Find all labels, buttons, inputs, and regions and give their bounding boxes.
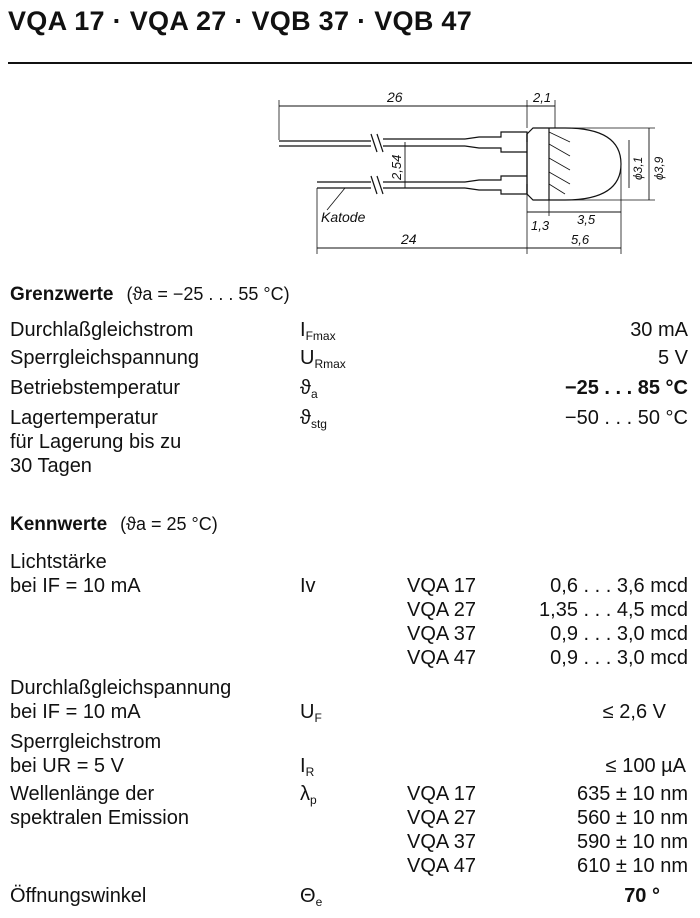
row-symbol: IFmax xyxy=(300,319,336,343)
dim-5-6-label: 5,6 xyxy=(571,232,590,247)
wellenlaenge-symbol: λp xyxy=(300,783,317,807)
dim-d3-1-label: ϕ3,1 xyxy=(631,157,645,180)
lichtstaerke-label: Lichtstärke xyxy=(10,551,107,573)
value-cell: 590 ± 10 nm xyxy=(576,831,688,853)
led-dimension-drawing: 26 2,1 2,54 ϕ3,1 ϕ3,9 1,3 3,5 24 5,6 Kat… xyxy=(278,89,666,254)
row-value: −50 . . . 50 °C xyxy=(564,407,688,429)
durchlass-symbol: UF xyxy=(300,701,322,725)
lichtstaerke-symbol: Iv xyxy=(300,575,316,597)
row-symbol: ϑstg xyxy=(300,407,327,431)
kennwerte-title: Kennwerte xyxy=(10,514,108,535)
grenzwerte-title: Grenzwerte xyxy=(10,284,114,305)
row-label-line2: für Lagerung bis zu xyxy=(10,431,182,453)
dim-1-3-label: 1,3 xyxy=(531,218,550,233)
durchlass-condition: bei IF = 10 mA xyxy=(10,701,141,723)
value-cell: 560 ± 10 nm xyxy=(576,807,688,829)
title-rule xyxy=(8,62,692,64)
kennwerte-condition: (ϑa = 25 °C) xyxy=(120,514,218,534)
value-cell: 610 ± 10 nm xyxy=(576,855,688,877)
row-label: Durchlaßgleichstrom xyxy=(10,319,194,341)
grenzwerte-condition: (ϑa = −25 . . . 55 °C) xyxy=(126,284,290,304)
sperrstrom-label: Sperrgleichstrom xyxy=(10,731,162,753)
sperrstrom-value: ≤ 100 µA xyxy=(605,755,686,777)
row-label-line3: 30 Tagen xyxy=(10,455,92,477)
type-cell: VQA 37 xyxy=(407,831,476,853)
durchlass-label: Durchlaßgleichspannung xyxy=(10,677,232,699)
sperrstrom-condition: bei UR = 5 V xyxy=(10,755,124,777)
row-value: 5 V xyxy=(657,347,688,369)
type-cell: VQA 47 xyxy=(407,647,476,669)
row-label: Sperrgleichspannung xyxy=(10,347,200,369)
kennwerte-heading: Kennwerte (ϑa = 25 °C) xyxy=(10,514,218,536)
value-cell: 0,6 . . . 3,6 mcd xyxy=(550,575,688,597)
row-symbol: ϑa xyxy=(300,377,318,401)
dim-2-54-label: 2,54 xyxy=(389,155,404,181)
row-label: Betriebstemperatur xyxy=(10,377,181,399)
type-cell: VQA 27 xyxy=(407,599,476,621)
value-cell: 1,35 . . . 4,5 mcd xyxy=(539,599,688,621)
oeffnung-label: Öffnungswinkel xyxy=(10,885,147,907)
value-cell: 0,9 . . . 3,0 mcd xyxy=(550,623,688,645)
dim-d3-9-label: ϕ3,9 xyxy=(652,156,666,180)
row-value: −25 . . . 85 °C xyxy=(564,377,688,399)
grenzwerte-heading: Grenzwerte (ϑa = −25 . . . 55 °C) xyxy=(10,284,290,306)
katode-label: Katode xyxy=(321,209,366,225)
row-value: 30 mA xyxy=(630,319,688,341)
type-cell: VQA 17 xyxy=(407,783,476,805)
lichtstaerke-condition: bei IF = 10 mA xyxy=(10,575,141,597)
dim-2-1-label: 2,1 xyxy=(532,90,551,105)
oeffnung-symbol: Θe xyxy=(300,885,323,909)
type-cell: VQA 47 xyxy=(407,855,476,877)
dim-3-5-label: 3,5 xyxy=(577,212,596,227)
row-symbol: URmax xyxy=(300,347,346,371)
durchlass-value: ≤ 2,6 V xyxy=(602,701,666,723)
type-cell: VQA 37 xyxy=(407,623,476,645)
page-title: VQA 17 · VQA 27 · VQB 37 · VQB 47 xyxy=(8,6,473,36)
dim-26-label: 26 xyxy=(386,89,403,105)
value-cell: 635 ± 10 nm xyxy=(576,783,688,805)
type-cell: VQA 17 xyxy=(407,575,476,597)
wellenlaenge-label-line2: spektralen Emission xyxy=(10,807,189,829)
wellenlaenge-label: Wellenlänge der xyxy=(10,783,155,805)
value-cell: 0,9 . . . 3,0 mcd xyxy=(550,647,688,669)
dim-24-label: 24 xyxy=(400,231,417,247)
sperrstrom-symbol: IR xyxy=(300,755,315,779)
row-label: Lagertemperatur xyxy=(10,407,158,429)
oeffnung-value: 70 ° xyxy=(624,885,660,907)
type-cell: VQA 27 xyxy=(407,807,476,829)
